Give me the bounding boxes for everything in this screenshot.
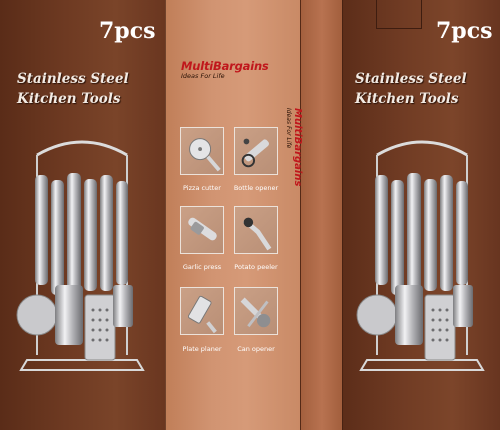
- front-panel-left: [0, 0, 165, 430]
- tool-label: Potato peeler: [234, 263, 278, 271]
- tool-label: Plate planer: [182, 345, 222, 353]
- bottle-opener-icon: [234, 127, 278, 175]
- brand-logo: MultiBargains Ideas For Life: [181, 59, 269, 80]
- spine-brand-tagline: Ideas For Life: [285, 108, 292, 149]
- spine-panel: [300, 0, 344, 430]
- tool-rack-image: [356, 140, 485, 371]
- product-title-line1: Stainless Steel: [355, 71, 467, 87]
- fold-line: [165, 0, 166, 430]
- product-title-line2: Kitchen Tools: [355, 91, 459, 107]
- potato-peeler-icon: [234, 206, 278, 254]
- spine-brand-name: MultiBargains: [292, 108, 303, 187]
- can-opener-icon: [234, 287, 278, 335]
- fold-line: [342, 0, 343, 430]
- tool-label: Can opener: [237, 345, 275, 353]
- fold-line: [300, 0, 301, 430]
- box-flap: [376, 0, 422, 29]
- piece-count: 7pcs: [99, 18, 156, 44]
- brand-tagline: Ideas For Life: [181, 72, 225, 80]
- product-title: Stainless Steel Kitchen Tools: [17, 69, 129, 109]
- product-title-line1: Stainless Steel: [17, 71, 129, 87]
- tool-rack-image: [16, 140, 145, 371]
- product-title-line2: Kitchen Tools: [17, 91, 121, 107]
- spine-brand-logo: MultiBargains Ideas For Life: [285, 108, 303, 186]
- tool-label: Pizza cutter: [183, 184, 221, 192]
- pizza-cutter-icon: [180, 127, 224, 175]
- brand-name: MultiBargains: [181, 59, 269, 73]
- piece-count: 7pcs: [436, 18, 493, 44]
- plate-planer-icon: [180, 287, 224, 335]
- tool-label: Bottle opener: [233, 184, 279, 192]
- garlic-press-icon: [180, 206, 224, 254]
- tool-label: Garlic press: [182, 263, 222, 271]
- product-title: Stainless Steel Kitchen Tools: [355, 69, 467, 109]
